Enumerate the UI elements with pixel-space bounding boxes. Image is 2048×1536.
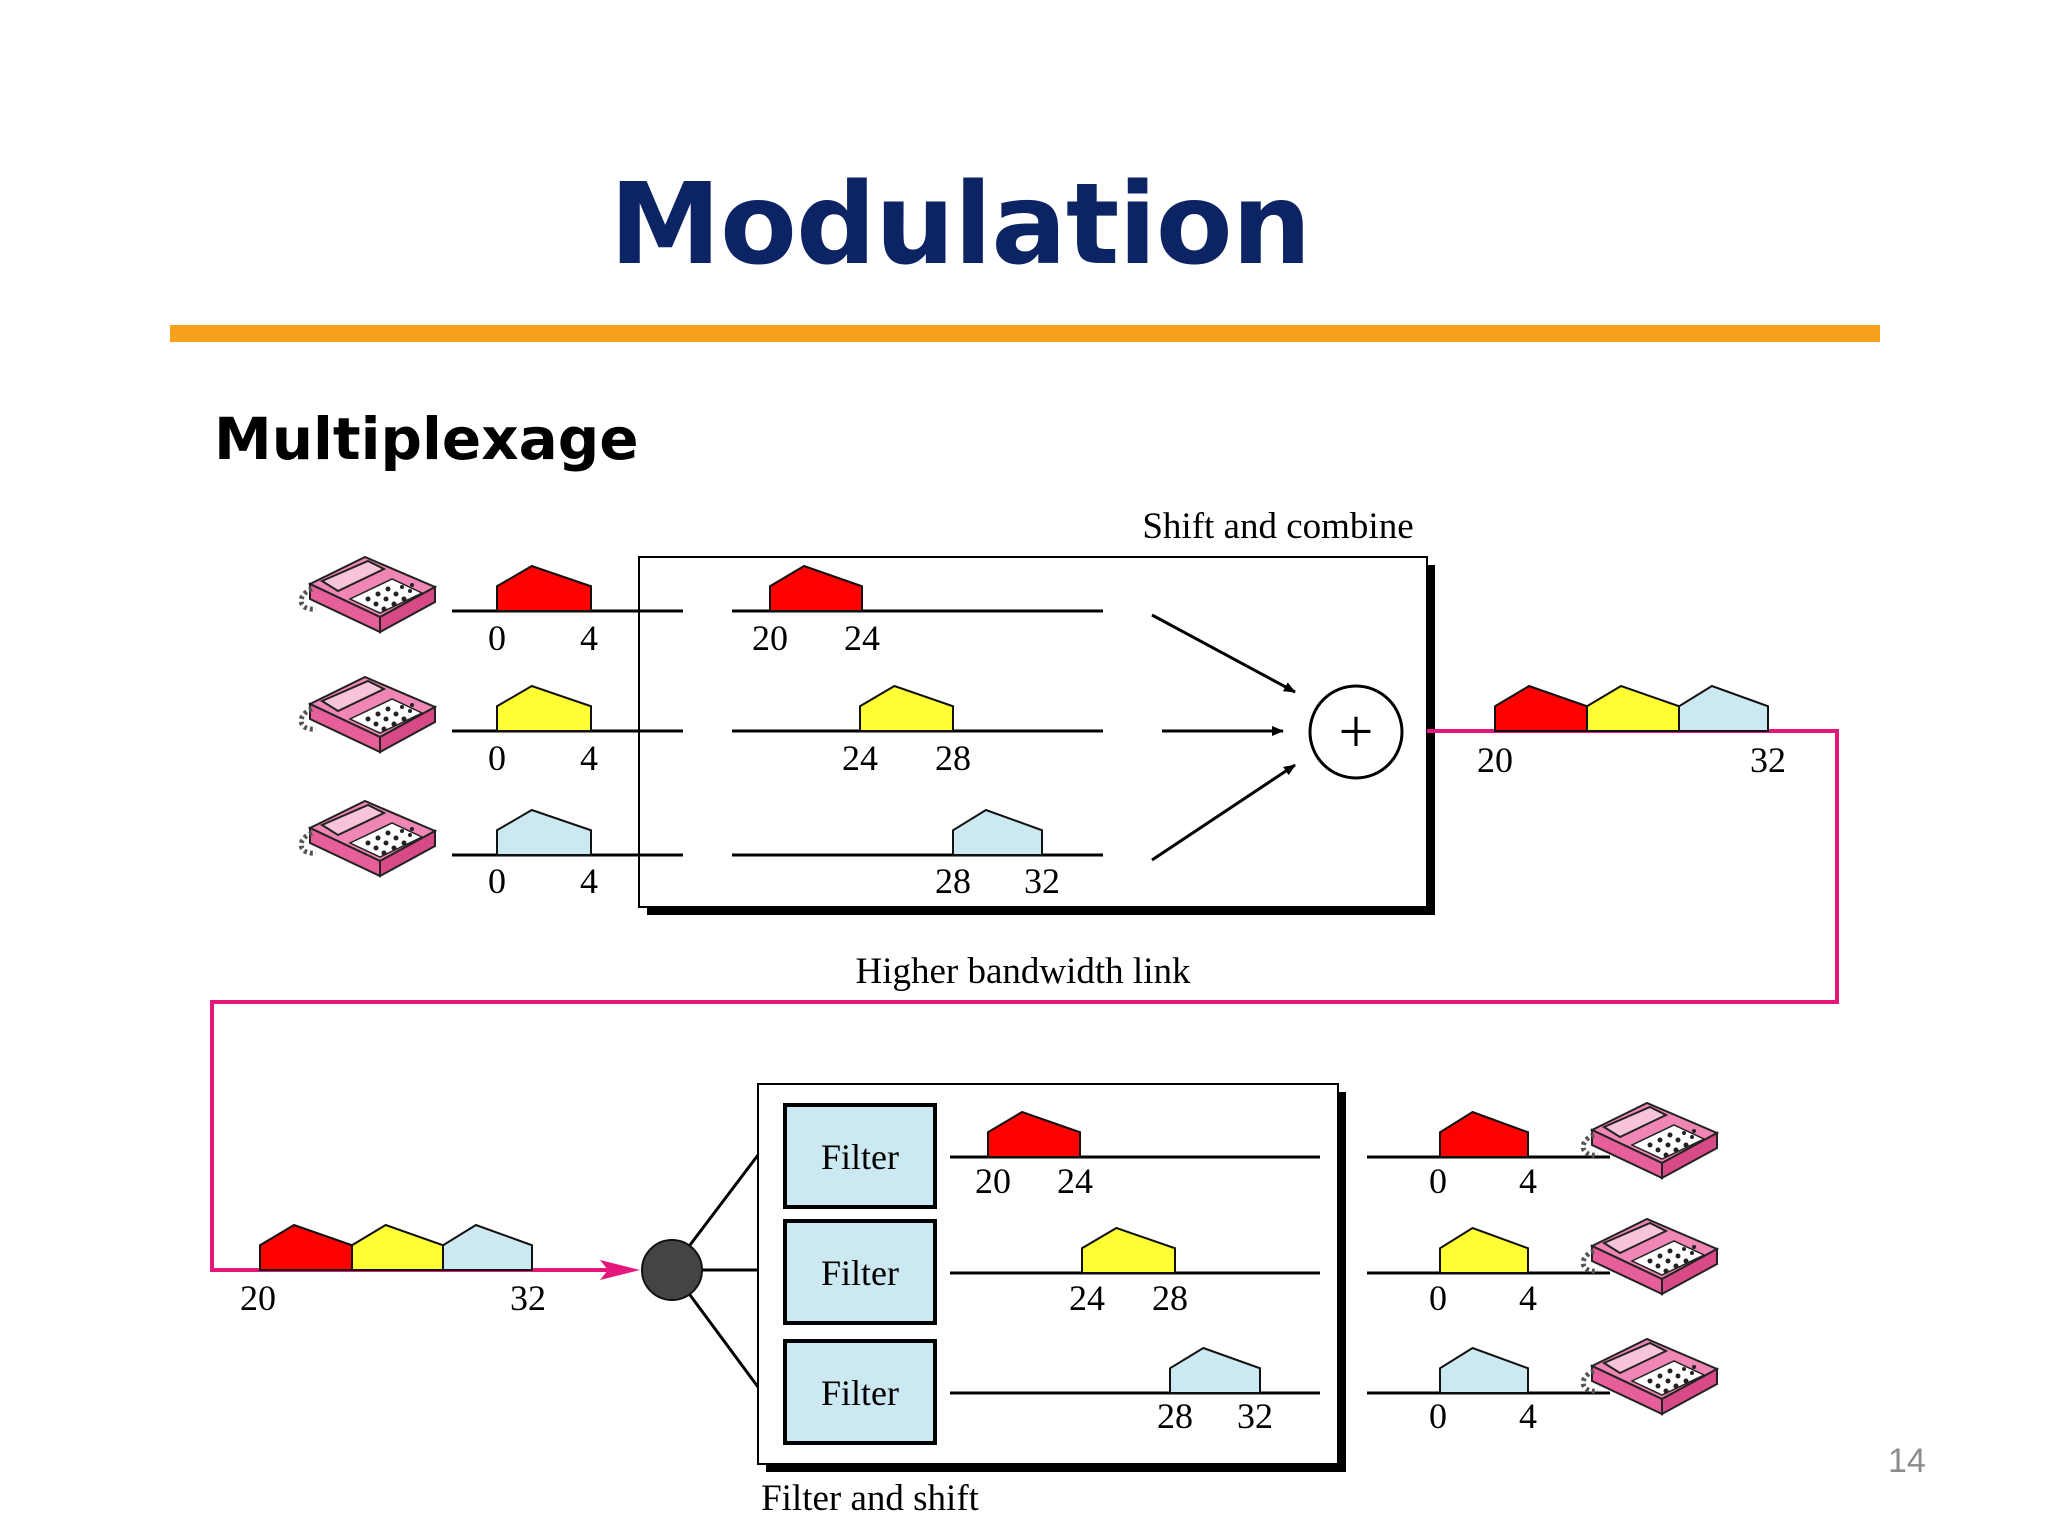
filter-label: Filter: [821, 1253, 899, 1293]
output-band-shape: [1439, 1226, 1529, 1274]
output-band-end-label: 4: [1519, 1278, 1537, 1318]
output-band-shape: [1439, 1346, 1529, 1394]
splitter-branch: [688, 1294, 760, 1388]
demux-caption: Filter and shift: [761, 1478, 980, 1519]
filter-block: [783, 1103, 937, 1209]
splitter-node-icon: [641, 1239, 703, 1301]
link-band-end-label: 32: [510, 1278, 546, 1318]
shifted-band-start-label: 28: [935, 861, 971, 901]
slide-title: Modulation: [609, 160, 1312, 290]
input-band-shape: [496, 684, 592, 732]
diagram-content: Shift and combine 0 4 20 24 0 4 24 28 0 4 28 32 + High…: [210, 506, 1839, 1519]
output-band-end-label: 4: [1519, 1396, 1537, 1436]
shifted-band-end-label: 28: [935, 738, 971, 778]
filter-label: Filter: [821, 1373, 899, 1413]
input-band-end-label: 4: [580, 861, 598, 901]
combined-band-end-label: 32: [1750, 740, 1786, 780]
filtered-band-end-label: 32: [1237, 1396, 1273, 1436]
output-band-shape: [1439, 1110, 1529, 1158]
input-band-end-label: 4: [580, 618, 598, 658]
combined-band-start-label: 20: [1477, 740, 1513, 780]
shifted-band-shape: [952, 808, 1043, 856]
page-number: 14: [1888, 1442, 1926, 1480]
link-band-start-label: 20: [240, 1278, 276, 1318]
input-band-start-label: 0: [488, 738, 506, 778]
filter-block: [783, 1219, 937, 1325]
output-band-end-label: 4: [1519, 1161, 1537, 1201]
shifted-band-end-label: 32: [1024, 861, 1060, 901]
filtered-band-start-label: 28: [1157, 1396, 1193, 1436]
input-band-start-label: 0: [488, 618, 506, 658]
input-band-end-label: 4: [580, 738, 598, 778]
filtered-band-end-label: 24: [1057, 1161, 1093, 1201]
link-band-shape: [351, 1223, 444, 1271]
telephone-icon: [1583, 1103, 1717, 1178]
link-band-shape: [259, 1223, 353, 1271]
filtered-band-shape: [1169, 1346, 1261, 1394]
adder-plus-symbol: +: [1339, 698, 1374, 766]
output-band-start-label: 0: [1429, 1161, 1447, 1201]
filter-block: [783, 1339, 937, 1445]
link-arrowhead: [600, 1260, 640, 1280]
splitter-branch: [688, 1154, 760, 1246]
mux-caption: Shift and combine: [1142, 506, 1413, 547]
arrow-icon: [1151, 763, 1296, 862]
slide-subtitle: Multiplexage: [214, 405, 639, 473]
filtered-band-shape: [987, 1110, 1081, 1158]
combined-band-shape: [1678, 684, 1769, 732]
filtered-band-end-label: 28: [1152, 1278, 1188, 1318]
shifted-band-shape: [859, 684, 954, 732]
shifted-band-start-label: 24: [842, 738, 878, 778]
shifted-band-start-label: 20: [752, 618, 788, 658]
filtered-band-start-label: 24: [1069, 1278, 1105, 1318]
filtered-band-shape: [1081, 1226, 1176, 1274]
adder-icon: [1308, 684, 1404, 780]
output-band-start-label: 0: [1429, 1278, 1447, 1318]
telephone-icon: [301, 677, 435, 752]
arrow-icon: [1151, 613, 1296, 694]
link-band-shape: [442, 1223, 533, 1271]
title-underline-rule: [170, 325, 1880, 342]
combined-band-shape: [1494, 684, 1588, 732]
link-caption: Higher bandwidth link: [855, 951, 1191, 992]
input-band-shape: [496, 808, 592, 856]
telephone-icon: [1583, 1219, 1717, 1294]
output-band-start-label: 0: [1429, 1396, 1447, 1436]
telephone-icon: [301, 557, 435, 632]
filtered-band-start-label: 20: [975, 1161, 1011, 1201]
input-band-start-label: 0: [488, 861, 506, 901]
shifted-band-shape: [769, 564, 863, 612]
filter-label: Filter: [821, 1137, 899, 1177]
combined-band-shape: [1586, 684, 1680, 732]
telephone-icon: [301, 801, 435, 876]
input-band-shape: [496, 564, 592, 612]
telephone-icon: [1583, 1339, 1717, 1414]
shifted-band-end-label: 24: [844, 618, 880, 658]
